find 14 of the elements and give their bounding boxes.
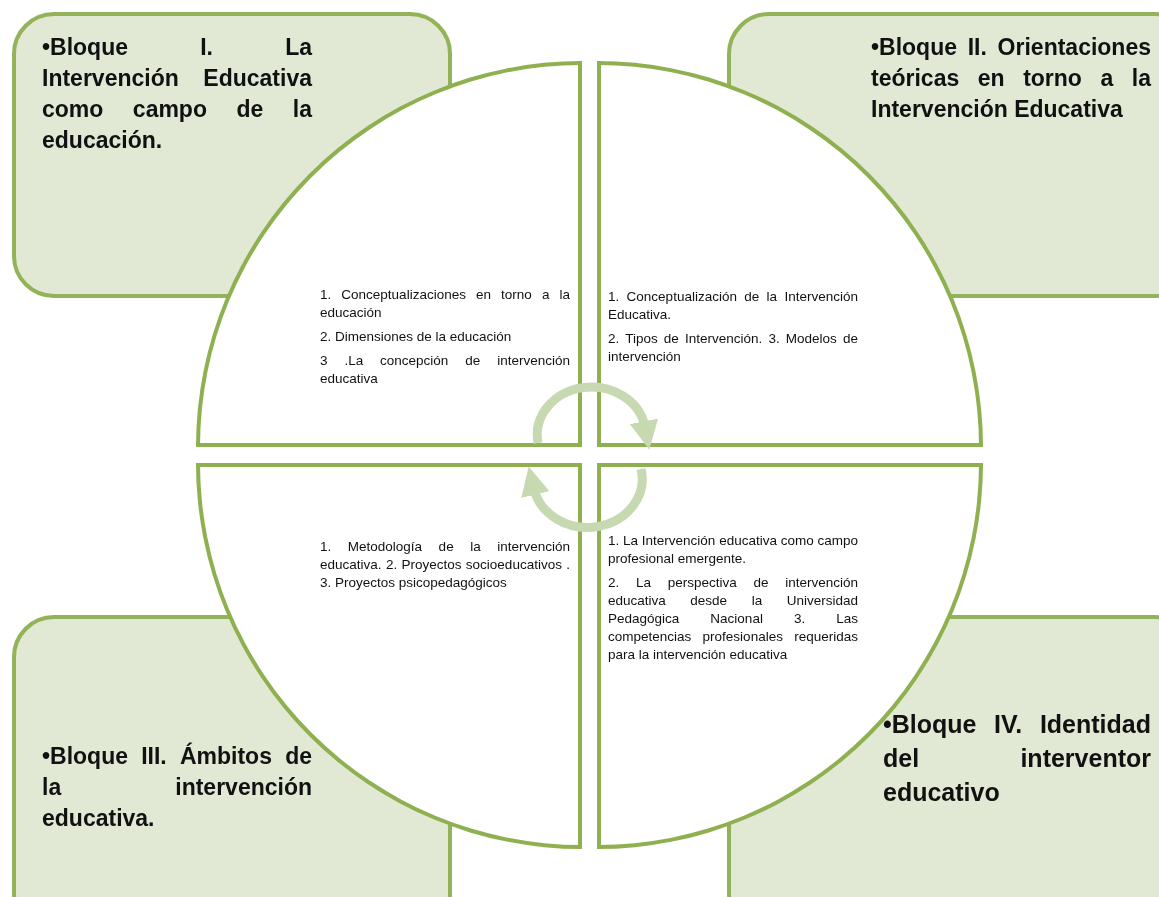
block-title: •Bloque III. Ámbitos de la intervención educativa.	[42, 741, 312, 833]
topic-list-item: 1. Metodología de la intervención educativa. 2. Proyectos socioeducativos . 3. Proyectos psicopedagógicos	[320, 538, 570, 592]
block-title: •Bloque IV. Identidad del interventor educativo	[883, 709, 1151, 808]
topic-list-item: 1. Conceptualizaciones en torno a la educación	[320, 286, 570, 322]
cycle-arrow	[532, 382, 658, 450]
topic-list-item: 2. La perspectiva de intervención educativa desde la Universidad Pedagógica Nacional 3. Las competencias profesionales requeridas para la intervención educativa	[608, 574, 858, 664]
block-title: •Bloque II. Orientaciones teóricas en torno a la Intervención Educativa	[871, 33, 1151, 124]
topic-list-item: 1. Conceptualización de la Intervención Educativa.	[608, 288, 858, 324]
topic-list-item: 2. Tipos de Intervención. 3. Modelos de intervención	[608, 330, 858, 366]
cycle-arrow	[522, 467, 647, 532]
topic-list-item: 3 .La concepción de intervención educativa	[320, 352, 570, 388]
topic-list-item: 1. La Intervención educativa como campo profesional emergente.	[608, 532, 858, 568]
block-title: •Bloque I. La Intervención Educativa como campo de la educación.	[42, 33, 312, 155]
topic-list-item: 2. Dimensiones de la educación	[320, 328, 513, 346]
